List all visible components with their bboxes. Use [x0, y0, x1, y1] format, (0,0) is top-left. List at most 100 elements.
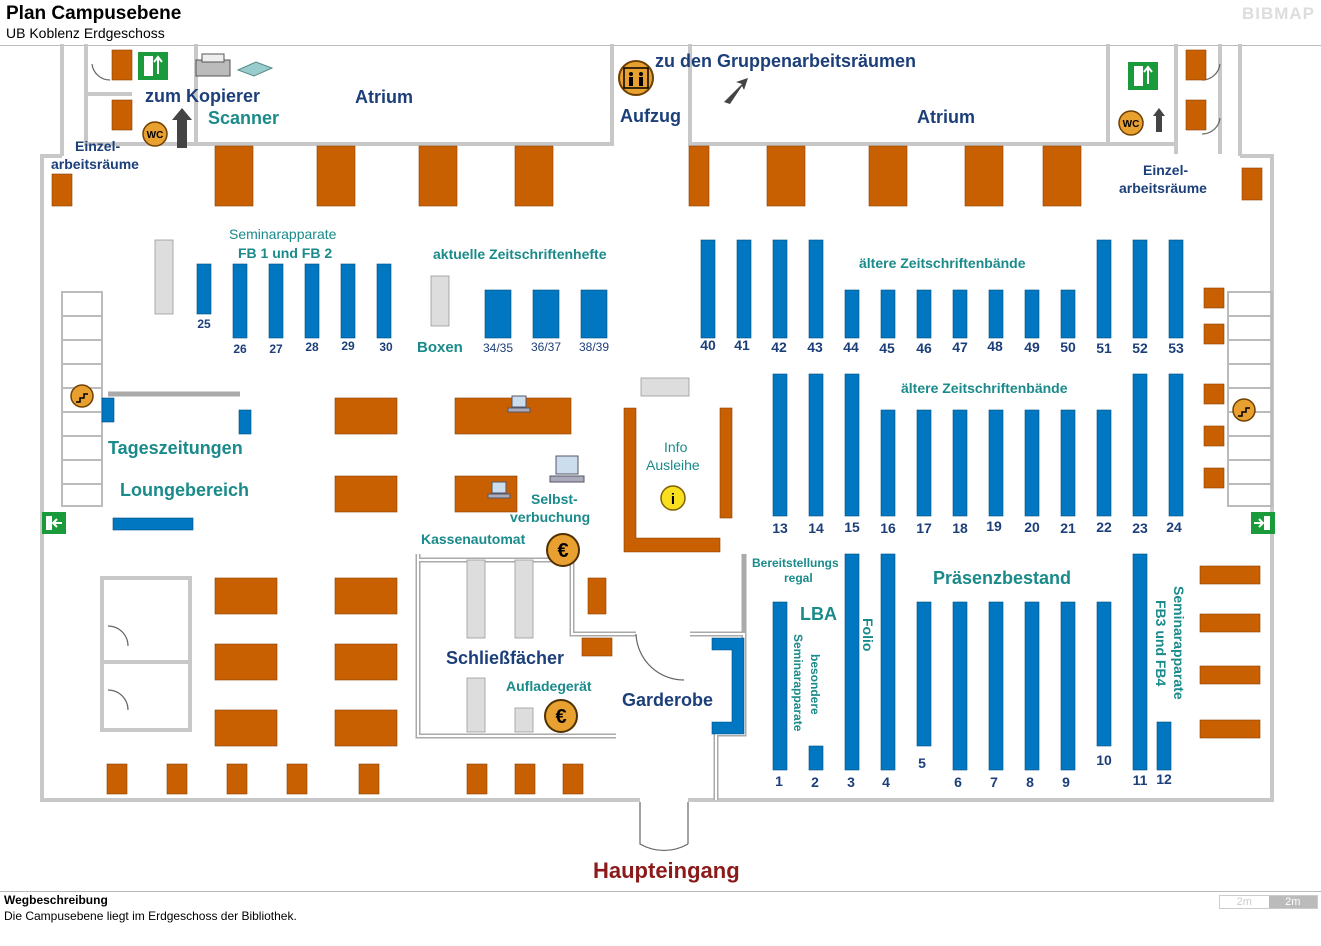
footer-divider	[0, 891, 1321, 892]
label-bereitstellung-1: Bereitstellungs	[752, 556, 839, 570]
label-boxen: Boxen	[417, 339, 463, 356]
shelf-number: 43	[807, 339, 823, 355]
label-einzel-right-2: arbeitsräume	[1119, 180, 1207, 196]
shelf-number: 19	[986, 518, 1002, 534]
shelf-number: 13	[772, 520, 788, 536]
label-kopierer: zum Kopierer	[145, 86, 260, 106]
label-folio: Folio	[860, 618, 876, 651]
label-zeitschriftenhefte: aktuelle Zeitschriftenhefte	[433, 246, 607, 262]
shelf-number: 24	[1166, 519, 1182, 535]
bookshelves	[101, 239, 1184, 771]
exit-sign-icon	[42, 52, 1275, 534]
shelf-number: 10	[1096, 752, 1112, 768]
label-scanner: Scanner	[208, 108, 279, 128]
label-gruppenarbeitsraeume: zu den Gruppenarbeitsräumen	[655, 51, 916, 71]
label-seminar-2: FB 1 und FB 2	[238, 245, 332, 261]
shelf-number: 47	[952, 339, 968, 355]
info-icon-glyph: i	[671, 491, 675, 508]
shelf-number: 38/39	[579, 340, 609, 354]
footer-text: Die Campusebene liegt im Erdgeschoss der…	[4, 909, 297, 923]
shelf-number: 48	[987, 338, 1003, 354]
door-arcs	[91, 63, 1221, 851]
label-praesenzbestand: Präsenzbestand	[933, 568, 1071, 588]
copier-icon	[195, 53, 231, 77]
shelf-number: 16	[880, 520, 896, 536]
euro-glyph: €	[557, 540, 568, 562]
euro-glyph: €	[555, 706, 566, 728]
wc-icon: WC WC	[142, 110, 1144, 147]
floor-plan-map[interactable]: WC WC i € € zum Kopierer Scanner Atrium …	[0, 44, 1321, 890]
shelf-number: 26	[233, 342, 247, 356]
shelf-number: 9	[1062, 774, 1070, 790]
label-info: Info	[664, 439, 688, 455]
stairs-right	[1227, 291, 1273, 507]
label-fb34: FB3 und FB4	[1153, 600, 1169, 687]
staircase-icon	[70, 384, 1256, 422]
label-aufladegeraet: Aufladegerät	[506, 678, 592, 694]
label-atrium-left: Atrium	[355, 87, 413, 107]
shelf-number: 21	[1060, 520, 1076, 536]
label-lba: LBA	[800, 604, 837, 624]
euro-icon: € €	[544, 533, 580, 733]
shelf-number: 51	[1096, 340, 1112, 356]
shelf-number: 17	[916, 520, 932, 536]
tables	[51, 49, 1263, 795]
shelf-number: 41	[734, 337, 750, 353]
label-einzel-left-1: Einzel-	[75, 138, 120, 154]
shelf-number: 46	[916, 340, 932, 356]
elevator-icon	[618, 60, 654, 96]
info-icon: i	[660, 485, 686, 511]
scale-label: 2m	[1220, 896, 1269, 908]
shelf-number: 44	[843, 339, 859, 355]
label-einzel-left-2: arbeitsräume	[51, 156, 139, 172]
shelf-number: 7	[990, 774, 998, 790]
direction-arrow-icon	[172, 78, 1165, 148]
shelf-number: 36/37	[531, 340, 561, 354]
shelf-number: 50	[1060, 339, 1076, 355]
shelf-number: 1	[775, 773, 783, 789]
label-loungebereich: Loungebereich	[120, 480, 249, 500]
scale-label: 2m	[1268, 896, 1317, 908]
label-besondere-seminarapparate: Seminarapparate	[791, 634, 805, 732]
shelf-number: 8	[1026, 774, 1034, 790]
shelf-number: 45	[879, 340, 895, 356]
label-aufzug: Aufzug	[620, 106, 681, 126]
label-verbuchung: verbuchung	[510, 509, 590, 525]
label-tageszeitungen: Tageszeitungen	[108, 438, 243, 458]
shelf-number: 53	[1168, 340, 1184, 356]
scanner-icon	[236, 61, 274, 77]
label-kassenautomat: Kassenautomat	[421, 531, 526, 547]
shelf-number: 15	[844, 519, 860, 535]
shelf-number: 40	[700, 337, 716, 353]
shelf-number: 42	[771, 339, 787, 355]
label-garderobe: Garderobe	[622, 690, 713, 710]
shelf-number: 11	[1133, 772, 1148, 788]
shelf-number: 22	[1096, 519, 1112, 535]
shelf-number: 3	[847, 774, 855, 790]
footer-title: Wegbeschreibung	[4, 893, 108, 907]
label-aeltere-1: ältere Zeitschriftenbände	[859, 255, 1026, 271]
shelf-number: 27	[269, 342, 283, 356]
label-aeltere-2: ältere Zeitschriftenbände	[901, 380, 1068, 396]
label-haupteingang: Haupteingang	[593, 858, 740, 883]
label-schliessfaecher: Schließfächer	[446, 648, 564, 668]
header-divider	[0, 45, 1321, 46]
shelf-number: 12	[1156, 771, 1172, 787]
label-besondere: besondere	[808, 654, 822, 715]
shelf-number: 23	[1132, 520, 1148, 536]
shelf-number: 4	[882, 774, 890, 790]
shelf-number: 25	[197, 317, 211, 331]
shelf-number: 5	[918, 755, 926, 771]
shelf-number: 30	[379, 340, 393, 354]
shelf-number: 28	[305, 340, 319, 354]
brand-logo: BIBMAP	[1241, 4, 1315, 23]
shelf-number: 14	[808, 520, 824, 536]
shelf-number: 49	[1024, 339, 1040, 355]
shelf-number: 18	[952, 520, 968, 536]
label-fb34-seminarapparate: Seminarapparate	[1171, 586, 1187, 700]
shelf-number: 52	[1132, 340, 1148, 356]
page-subtitle: UB Koblenz Erdgeschoss	[6, 25, 165, 41]
shelf-number: 20	[1024, 519, 1040, 535]
label-atrium-right: Atrium	[917, 107, 975, 127]
page-title: Plan Campusebene	[6, 3, 182, 24]
